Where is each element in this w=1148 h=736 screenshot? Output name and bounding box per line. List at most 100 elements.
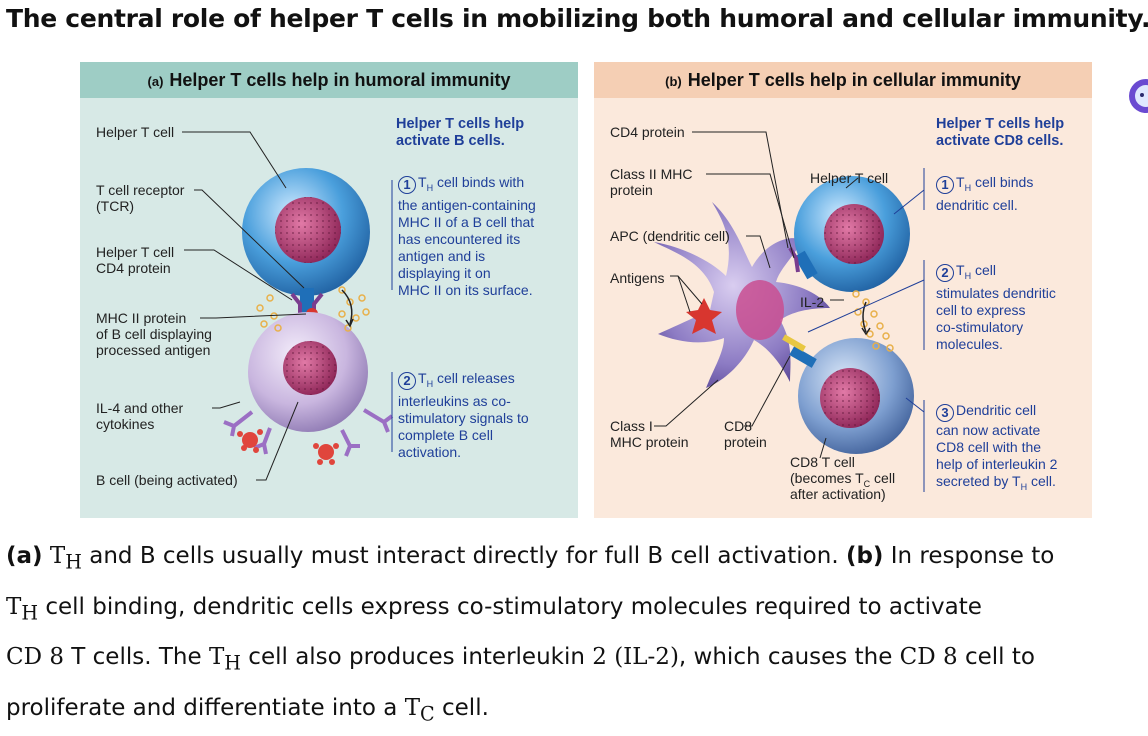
label-mhc-2: of B cell displaying <box>96 326 212 342</box>
step-a1-line2: the antigen-containing <box>398 196 536 213</box>
label-tcr-1: T cell receptor <box>96 182 185 198</box>
step-a1-line1: cell binds with <box>433 174 525 190</box>
panel-b-title: Helper T cells help in cellular immunity <box>687 70 1021 90</box>
label-cd4-protein: CD4 protein <box>610 124 685 140</box>
b-cell-antibodies <box>223 408 394 457</box>
caption-seg5: cell also produces interleukin <box>241 644 593 671</box>
step-a1-line6: displaying it on <box>398 264 491 281</box>
step-b3-number: 3 <box>936 404 954 422</box>
caption-seg4: T cells. The <box>63 644 209 671</box>
step-a2-number: 2 <box>398 372 416 390</box>
step-b2-line5: molecules. <box>936 335 1003 352</box>
caption-h-3: H <box>224 651 241 675</box>
step-a2-line5: activation. <box>398 443 462 460</box>
step-a1-t: T <box>418 174 427 190</box>
label-class2-1: Class II MHC <box>610 166 693 182</box>
leader-lines-a <box>182 131 307 481</box>
step-b1-line2: dendritic cell. <box>936 196 1018 213</box>
step-a2-sub: H <box>426 378 434 389</box>
label-cd8t-1: CD8 T cell <box>790 454 855 470</box>
caption-cd8-1: CD 8 <box>6 644 64 671</box>
caption-t-3: T <box>208 644 225 671</box>
il2-dots <box>852 290 894 352</box>
help-a-line2: activate B cells. <box>396 133 505 149</box>
label-cd8t-2: (becomes TC cell <box>790 470 895 492</box>
panel-a-header: (a)Helper T cells help in humoral immuni… <box>80 62 578 98</box>
caption-a-tag: (a) <box>6 543 43 569</box>
panel-b-letter: (b) <box>665 74 682 89</box>
label-class1-1: Class I <box>610 418 653 434</box>
panel-humoral-immunity: (a)Helper T cells help in humoral immuni… <box>80 62 578 518</box>
assistant-bubble-icon[interactable] <box>1126 76 1148 116</box>
step-a1-line7: MHC II on its surface. <box>398 281 533 298</box>
step-a1-line5: antigen and is <box>398 247 486 264</box>
caption-h-1: H <box>65 550 82 574</box>
label-cd4-2: CD4 protein <box>96 260 171 276</box>
caption-seg9: cell. <box>434 694 489 721</box>
label-mhc-3: processed antigen <box>96 342 211 358</box>
caption-h-2: H <box>21 601 39 625</box>
help-b-line2: activate CD8 cells. <box>936 133 1064 149</box>
step-b3-line1: Dendritic cell <box>956 402 1037 418</box>
label-helper-t-cell: Helper T cell <box>96 124 175 140</box>
interleukin-dots <box>256 286 370 332</box>
caption-two: 2 <box>592 644 607 671</box>
figure-caption: (a) TH and B cells usually must interact… <box>6 534 1148 736</box>
cytokines <box>237 429 339 465</box>
caption-b-tag: (b) <box>845 543 884 569</box>
caption-t-1: T <box>49 543 66 569</box>
caption-seg1: and B cells usually must interact direct… <box>81 543 846 569</box>
label-helper-t-cell-b: Helper T cell <box>810 170 889 186</box>
caption-seg7: cell to <box>957 644 1035 671</box>
help-a-line1: Helper T cells help <box>396 116 525 132</box>
step-b2-line4: co-stimulatory <box>936 318 1024 335</box>
label-il4-2: cytokines <box>96 416 155 432</box>
step-b2-line1: cell <box>971 262 996 278</box>
label-cd8-2: protein <box>724 434 767 450</box>
step-b3-line2: can now activate <box>936 422 1041 438</box>
step-a2-line4: complete B cell <box>398 426 493 443</box>
panel-a-letter: (a) <box>147 74 164 89</box>
label-tcr-2: (TCR) <box>96 198 135 214</box>
step-b2-number: 2 <box>936 264 954 282</box>
cytokine-arrow <box>341 289 353 325</box>
step-b2-line2: stimulates dendritic <box>936 284 1056 301</box>
panel-b-header: (b) Helper T cells help in cellular immun… <box>594 62 1092 98</box>
step-a1-line3: MHC II of a B cell that <box>398 213 535 230</box>
step-b2-sub: H <box>964 270 972 281</box>
label-antigens: Antigens <box>610 270 665 286</box>
label-class1-2: MHC protein <box>610 434 689 450</box>
step-a2-t: T <box>418 370 427 386</box>
caption-c: C <box>420 702 435 726</box>
label-il2: IL-2 <box>800 294 825 310</box>
step-b3-sub: H <box>1020 481 1028 492</box>
step-b2-t: T <box>956 262 965 278</box>
label-cd8t-2a: (becomes T <box>790 470 864 486</box>
step-a1-number: 1 <box>398 176 416 194</box>
help-b-line1: Helper T cells help <box>936 116 1065 132</box>
label-class2-2: protein <box>610 182 653 198</box>
page-title: The central role of helper T cells in mo… <box>6 4 1148 33</box>
caption-seg2: In response to <box>883 543 1055 569</box>
step-b1-sub: H <box>964 182 972 193</box>
step-b3-line5a: secreted by T <box>936 473 1021 489</box>
step-a2-line3: stimulatory signals to <box>398 409 529 426</box>
label-mhc-1: MHC II protein <box>96 310 187 326</box>
label-b-cell: B cell (being activated) <box>96 472 238 488</box>
caption-t-2: T <box>6 593 22 620</box>
humoral-immunity-illustration <box>182 131 394 481</box>
caption-seg6: , which causes the <box>678 644 900 671</box>
caption-il2: (IL-2) <box>606 644 679 671</box>
step-a1-sub: H <box>426 182 434 193</box>
label-cd8t-3: after activation) <box>790 486 886 502</box>
label-apc: APC (dendritic cell) <box>610 228 730 244</box>
step-b2-line3: cell to express <box>936 301 1026 318</box>
antigens <box>686 298 722 334</box>
label-cd4-1: Helper T cell <box>96 244 175 260</box>
label-cd8t-2b: cell <box>870 470 896 486</box>
step-b3-line5b: cell. <box>1027 473 1056 489</box>
panel-cellular-immunity: (b) Helper T cells help in cellular immun… <box>594 62 1092 518</box>
